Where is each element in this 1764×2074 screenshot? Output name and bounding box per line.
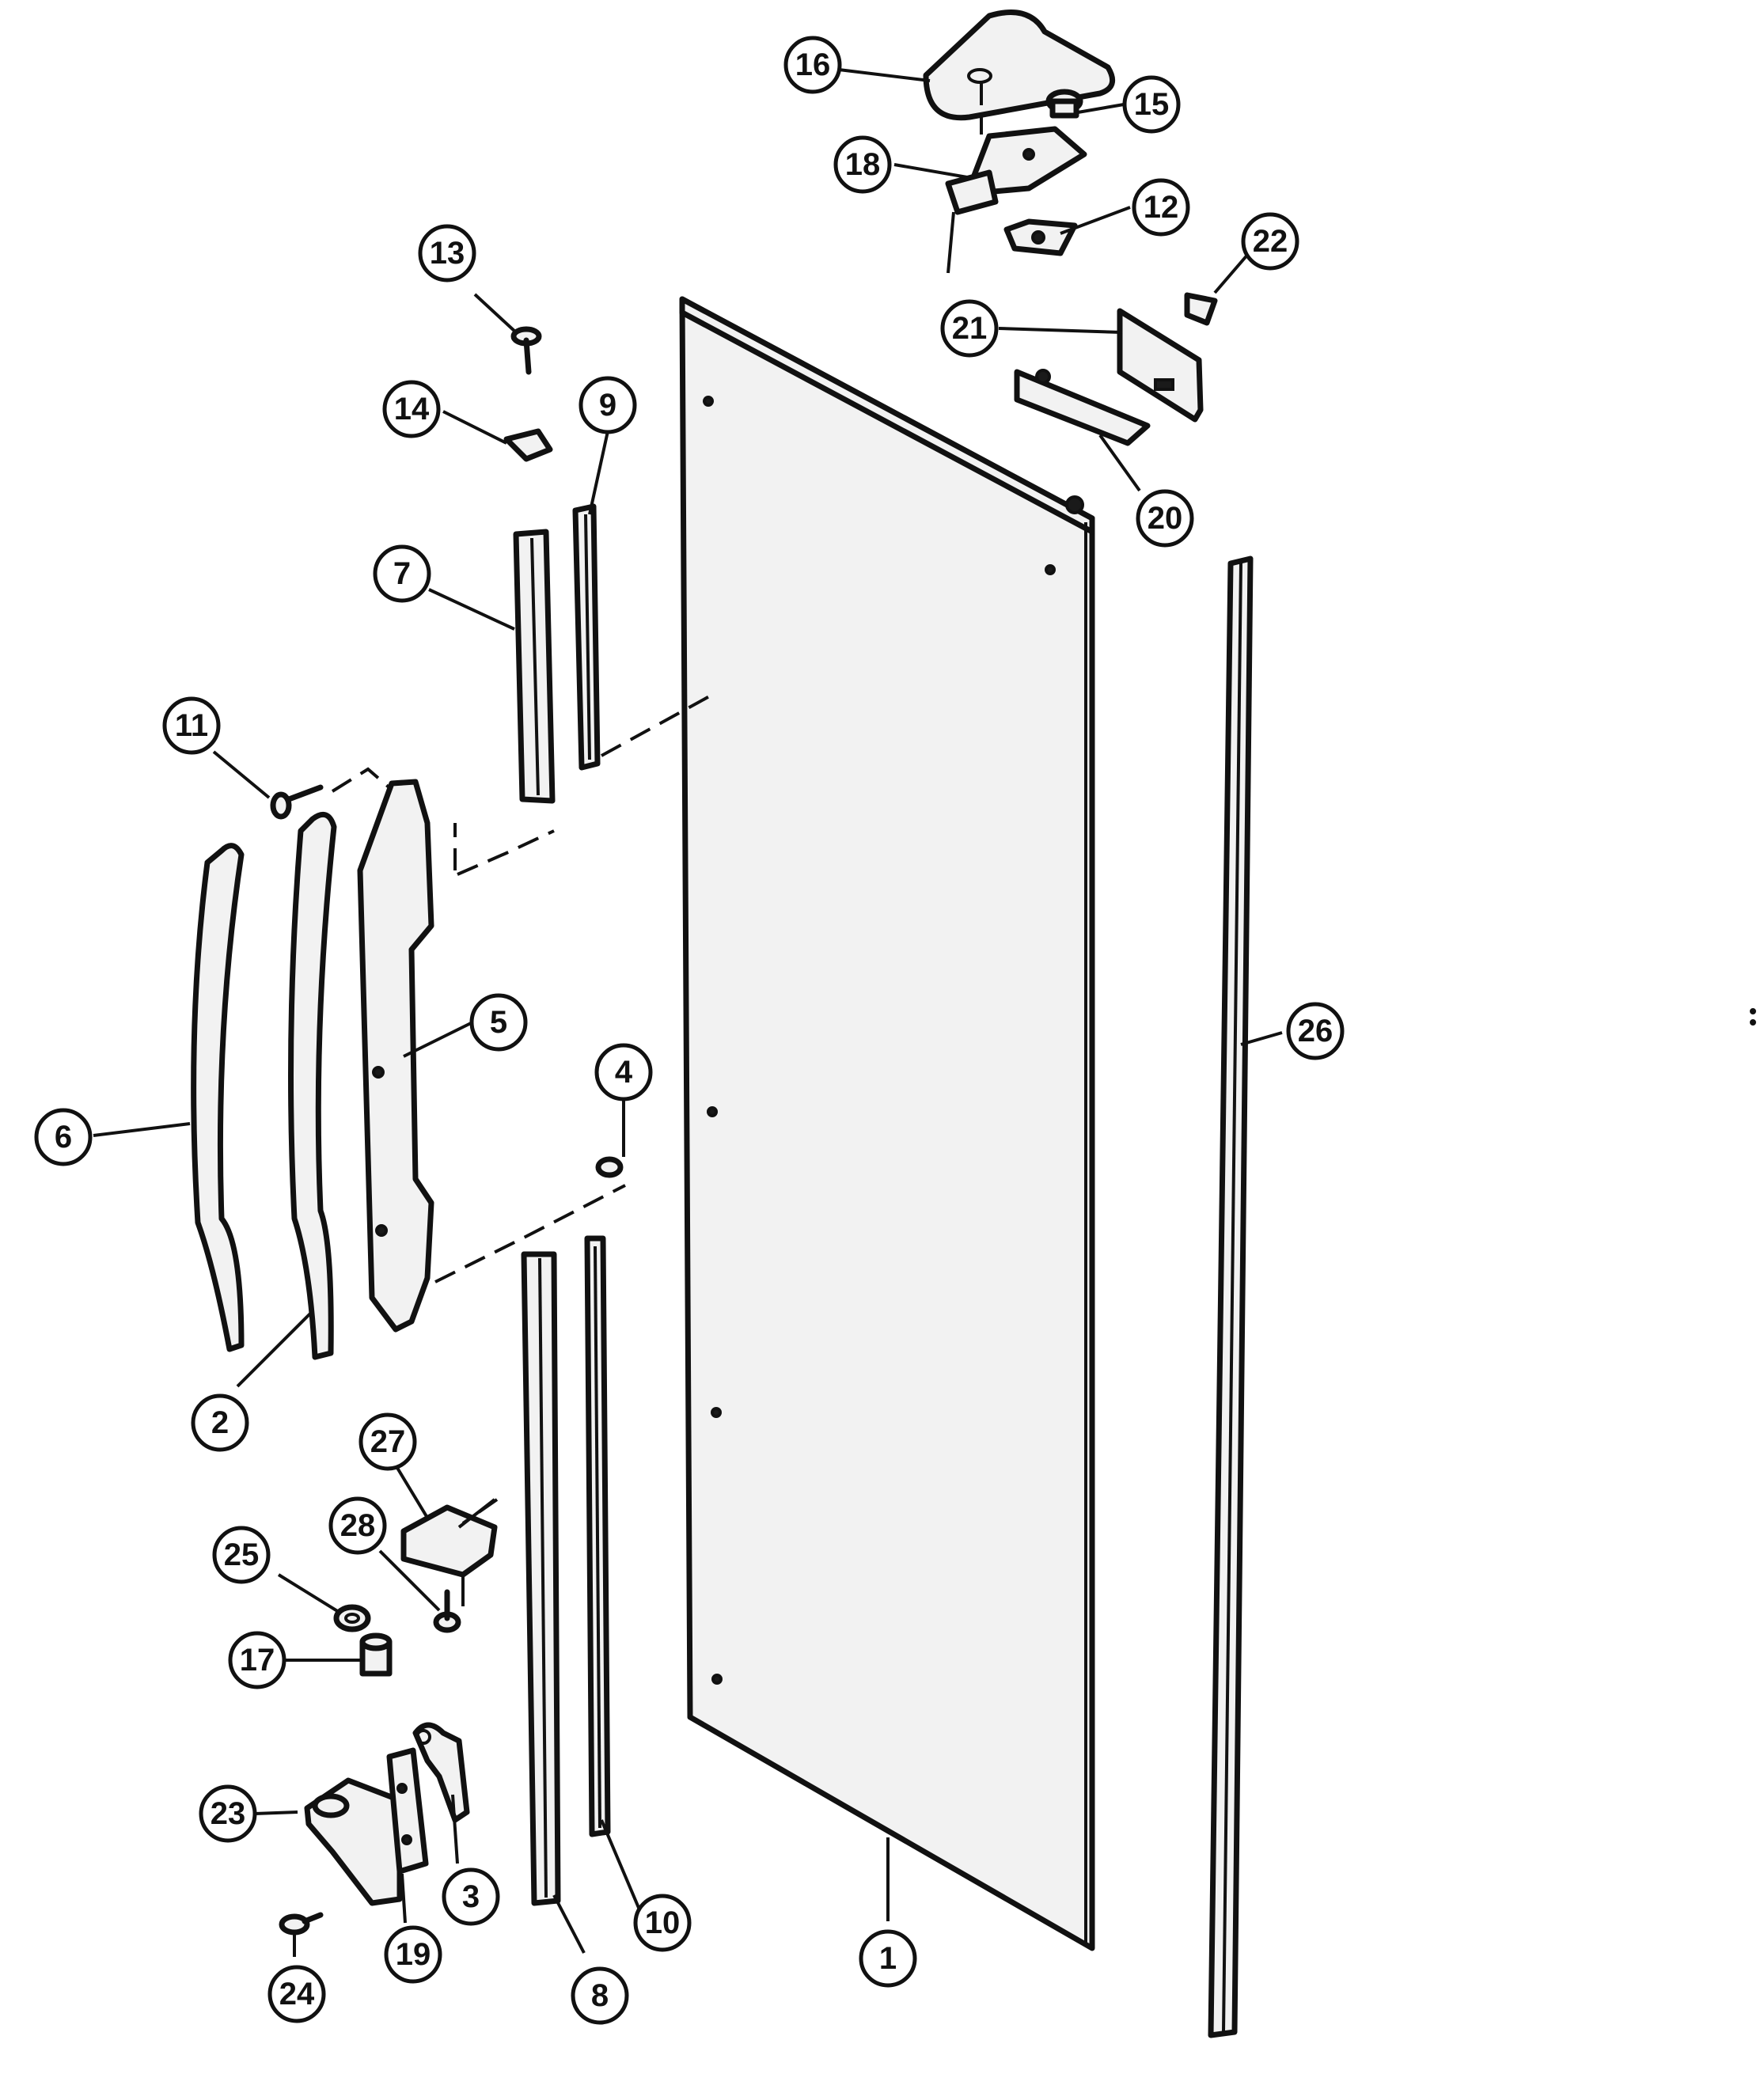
lower-trim-10 (584, 1235, 611, 1837)
callout-14[interactable]: 14 (382, 380, 441, 438)
screw-11 (270, 784, 324, 820)
callout-3[interactable]: 3 (442, 1867, 500, 1926)
callout-6-label: 6 (55, 1120, 72, 1155)
callout-5[interactable]: 5 (469, 993, 528, 1052)
callout-7[interactable]: 7 (373, 544, 431, 603)
callout-2-label: 2 (211, 1405, 229, 1440)
callout-26[interactable]: 26 (1286, 1002, 1345, 1060)
callout-2[interactable]: 2 (191, 1393, 249, 1452)
callout-25[interactable]: 25 (212, 1526, 271, 1584)
screw-24 (279, 1912, 324, 1936)
hinge-cover (923, 9, 1116, 121)
callout-23-label: 23 (211, 1796, 246, 1831)
callout-24-label: 24 (279, 1977, 315, 2011)
callout-19[interactable]: 19 (384, 1925, 442, 1984)
callout-19-label: 19 (396, 1937, 431, 1972)
callout-1-label: 1 (879, 1941, 897, 1976)
callout-5-label: 5 (490, 1005, 507, 1040)
hinge-pin-cap (1045, 89, 1083, 119)
block-14 (503, 428, 553, 462)
callout-11[interactable]: 11 (162, 696, 221, 755)
lower-trim-8 (521, 1251, 561, 1906)
callout-20[interactable]: 20 (1136, 489, 1194, 548)
callout-11-label: 11 (175, 708, 208, 743)
callout-14-label: 14 (394, 392, 430, 427)
hinge-shim-19 (386, 1747, 429, 1875)
hinge-plate-3 (412, 1722, 470, 1823)
callout-22-label: 22 (1253, 224, 1288, 259)
callout-16-label: 16 (795, 47, 831, 82)
callout-25-label: 25 (224, 1537, 260, 1572)
door-panel (679, 296, 1095, 1951)
callout-12[interactable]: 12 (1132, 178, 1190, 237)
handle-insert-2 (288, 811, 337, 1360)
callout-10[interactable]: 10 (633, 1894, 692, 1952)
handle-base-5 (357, 779, 434, 1333)
callout-21[interactable]: 21 (940, 299, 999, 358)
callout-6[interactable]: 6 (34, 1108, 93, 1166)
callout-9[interactable]: 9 (579, 376, 637, 434)
top-hinge-bracket (945, 126, 1087, 274)
callout-4[interactable]: 4 (594, 1043, 653, 1101)
callout-9-label: 9 (599, 388, 616, 423)
screw-4 (595, 1156, 624, 1178)
callout-27[interactable]: 27 (358, 1412, 417, 1471)
hinge-shim (1003, 218, 1078, 256)
strike-clip (1184, 292, 1218, 326)
bushing-17 (359, 1632, 393, 1677)
leader-lines (93, 68, 1283, 1957)
callout-15[interactable]: 15 (1122, 75, 1181, 134)
callout-20-label: 20 (1148, 501, 1183, 536)
callout-24[interactable]: 24 (267, 1965, 326, 2023)
callout-13-label: 13 (430, 236, 465, 271)
bottom-bracket-27 (400, 1498, 498, 1606)
edge-marks (1750, 1008, 1756, 1026)
callout-8[interactable]: 8 (571, 1966, 629, 2025)
screw-13 (510, 326, 542, 375)
callout-7-label: 7 (393, 556, 411, 591)
callout-10-label: 10 (645, 1905, 681, 1940)
latch-assembly (1014, 308, 1204, 446)
bottom-hinge-23 (304, 1777, 403, 1906)
callout-12-label: 12 (1144, 190, 1179, 225)
callout-26-label: 26 (1298, 1014, 1333, 1048)
callout-17[interactable]: 17 (228, 1631, 286, 1689)
upper-trim-9 (572, 503, 601, 771)
washer-25 (333, 1604, 371, 1632)
callout-21-label: 21 (952, 311, 988, 346)
handle-6 (191, 843, 245, 1352)
callout-28[interactable]: 28 (328, 1496, 387, 1555)
callout-16[interactable]: 16 (783, 36, 842, 94)
callouts: 16 15 18 12 22 13 21 14 (34, 36, 1345, 2025)
upper-trim-7 (513, 529, 556, 804)
callout-23[interactable]: 23 (199, 1784, 257, 1843)
callout-15-label: 15 (1134, 87, 1170, 122)
callout-18[interactable]: 18 (833, 135, 892, 194)
callout-4-label: 4 (615, 1055, 633, 1090)
callout-27-label: 27 (370, 1424, 406, 1459)
screw-28 (433, 1589, 461, 1633)
callout-22[interactable]: 22 (1241, 212, 1299, 271)
callout-18-label: 18 (845, 147, 881, 182)
callout-3-label: 3 (462, 1879, 480, 1914)
callout-8-label: 8 (591, 1978, 609, 2013)
callout-1[interactable]: 1 (859, 1929, 917, 1988)
callout-28-label: 28 (340, 1508, 376, 1543)
assembly-lines (331, 83, 983, 1525)
callout-17-label: 17 (240, 1643, 275, 1678)
gasket-strip (1208, 555, 1254, 2038)
callout-13[interactable]: 13 (418, 224, 476, 282)
